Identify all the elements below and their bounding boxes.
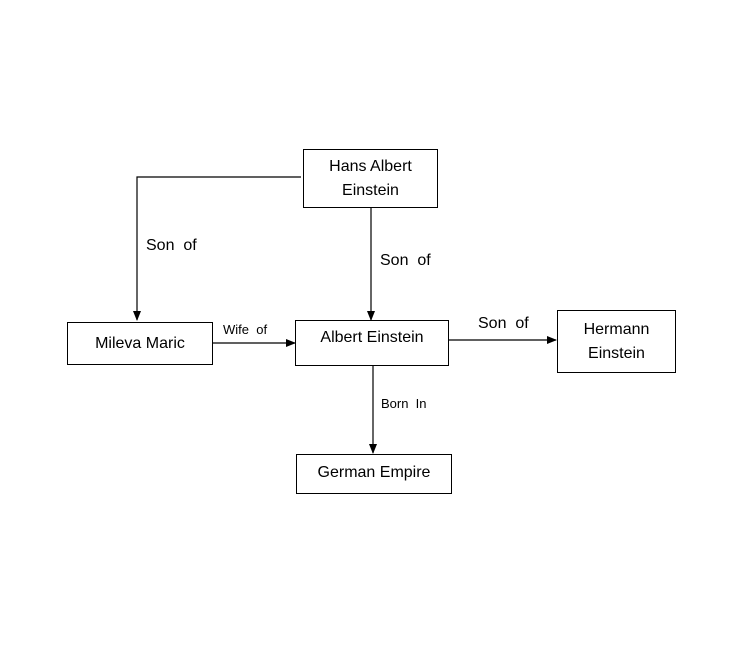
node-hermann-label: Hermann Einstein <box>583 320 650 362</box>
edge-hans-to-mileva <box>133 176 301 321</box>
edge-label-mileva-to-albert: Wife of <box>223 322 268 337</box>
node-german-empire-label: German Empire <box>317 464 431 481</box>
node-mileva-label: Mileva Maric <box>95 334 185 352</box>
edge-label-hans-to-mileva: Son of <box>146 237 197 254</box>
node-hans-albert-einstein: Hans Albert Einstein <box>303 149 438 208</box>
edge-label-hans-to-albert: Son of <box>380 252 431 269</box>
node-german-empire: German Empire <box>296 454 452 494</box>
edge-label-albert-to-hermann: Son of <box>478 315 529 332</box>
node-mileva-maric: Mileva Maric <box>67 322 213 365</box>
node-hans-label: Hans Albert Einstein <box>329 157 412 199</box>
node-albert-label: Albert Einstein <box>320 329 424 346</box>
node-hermann-einstein: Hermann Einstein <box>557 310 676 373</box>
edge-label-albert-to-german-empire: Born In <box>381 396 427 411</box>
node-albert-einstein: Albert Einstein <box>295 320 449 366</box>
